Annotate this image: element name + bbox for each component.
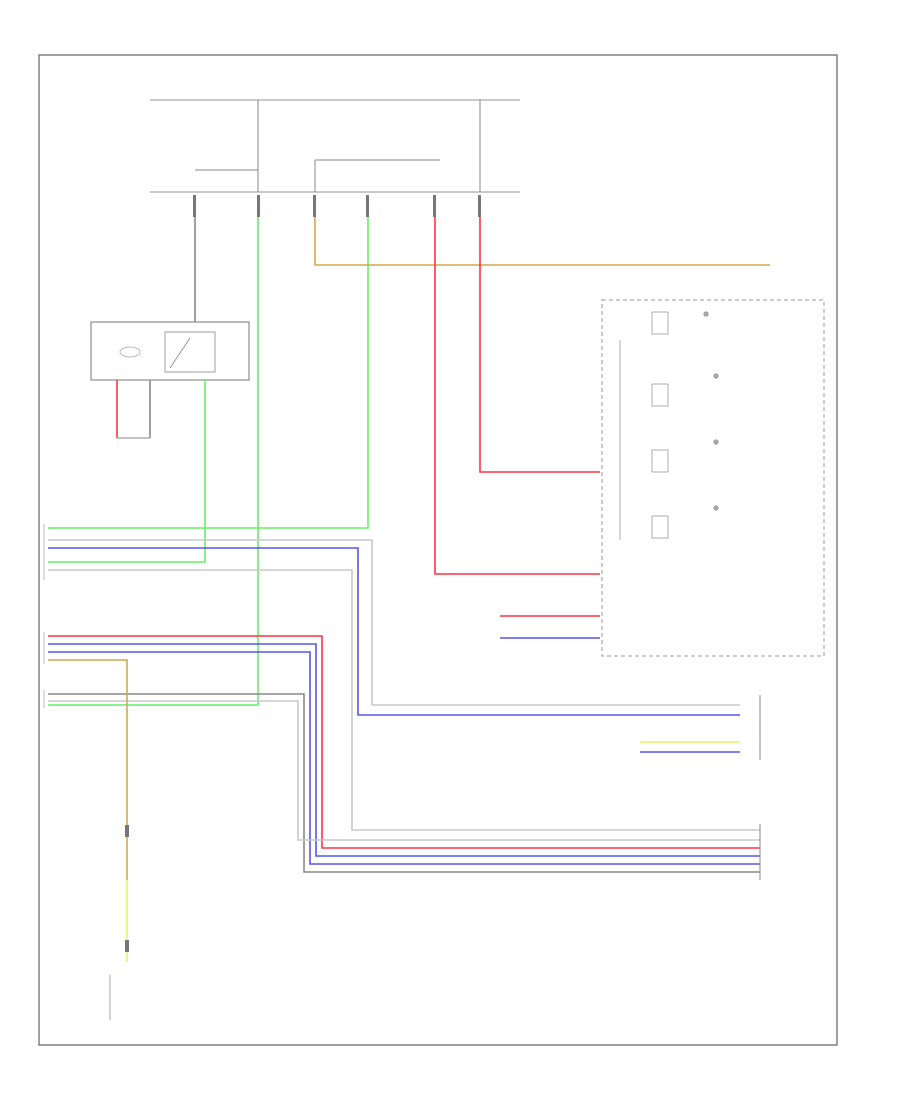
relay-box bbox=[90, 321, 250, 381]
bottom-connector-a bbox=[125, 825, 129, 837]
relay-switch bbox=[164, 331, 216, 373]
cluster-switches bbox=[651, 311, 719, 539]
wire-gray-steer bbox=[48, 693, 760, 873]
wire-blue-steer-b bbox=[48, 651, 760, 865]
wire-red-cluster-a bbox=[479, 217, 600, 473]
wire-lightgray-ecm bbox=[48, 539, 373, 705]
wire-blue-steer-a bbox=[48, 643, 760, 857]
diagram-frame bbox=[38, 54, 838, 1046]
wire-green-top bbox=[48, 217, 369, 529]
instrument-cluster-box bbox=[601, 299, 825, 657]
wire-red-steer bbox=[48, 635, 760, 849]
wire-green-relay bbox=[48, 380, 206, 563]
bottom-connector-b bbox=[125, 940, 129, 952]
fuse-pins bbox=[193, 195, 481, 217]
wire-green-main bbox=[48, 217, 259, 706]
wire-tan-top bbox=[314, 217, 770, 266]
wire-blue-ecm bbox=[48, 547, 740, 716]
wire-lightgray-steer bbox=[48, 700, 760, 841]
wire-tan-down bbox=[48, 659, 128, 880]
wire-red-cluster-b bbox=[434, 217, 600, 575]
wire-gray-ecm bbox=[48, 569, 760, 831]
